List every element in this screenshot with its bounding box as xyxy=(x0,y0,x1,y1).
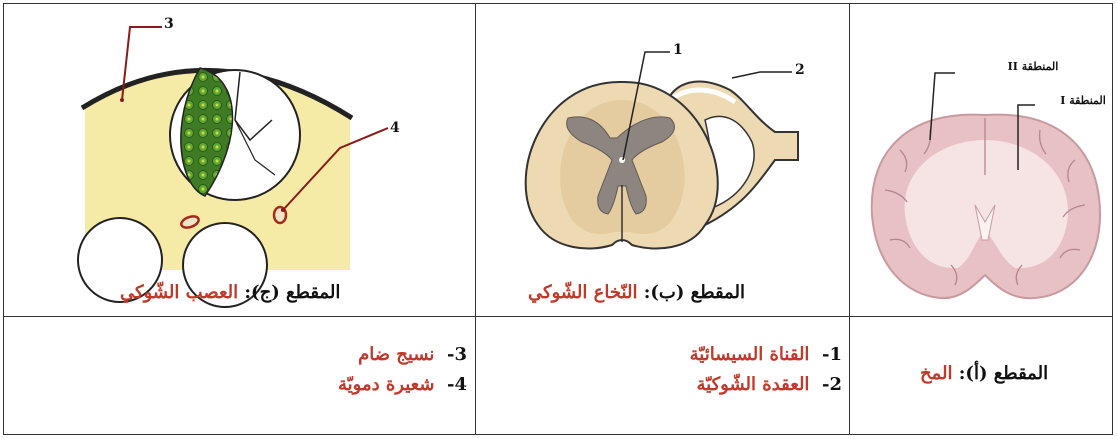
caption-b-title: النّخاع الشّوكي xyxy=(528,282,637,303)
label-2: 2 xyxy=(795,62,805,78)
caption-c-title: العصب الشّوكي xyxy=(120,282,238,303)
legend-item: 1- القناة السيسائيّة xyxy=(690,340,842,370)
legend-item: 3- نسيج ضام xyxy=(338,340,467,370)
leader-dot-3 xyxy=(120,98,124,102)
caption-b-prefix: المقطع (ب): xyxy=(637,282,745,303)
legend-item: 2- العقدة الشّوكيّة xyxy=(690,370,842,400)
caption-a-title: المخ xyxy=(920,363,953,384)
label-4: 4 xyxy=(390,120,400,136)
label-region-1: المنطقة I xyxy=(1060,94,1106,107)
leader-line-2 xyxy=(732,72,792,78)
label-region-2: المنطقة II xyxy=(1008,60,1059,73)
legend-text: العقدة الشّوكيّة xyxy=(697,374,810,395)
legend-num: 1- xyxy=(822,344,842,365)
caption-panel-b: المقطع (ب): النّخاع الشّوكي xyxy=(528,282,745,303)
legend-panel-c: 3- نسيج ضام 4- شعيرة دمويّة xyxy=(338,340,467,400)
legend-text: شعيرة دمويّة xyxy=(338,374,434,395)
legend-text: القناة السيسائيّة xyxy=(690,344,810,365)
legend-num: 3- xyxy=(447,344,467,365)
nerve-diagram xyxy=(78,27,388,307)
legend-panel-b: 1- القناة السيسائيّة 2- العقدة الشّوكيّة xyxy=(690,340,842,400)
label-1: 1 xyxy=(673,42,683,58)
leader-dot-4 xyxy=(281,208,285,212)
legend-num: 4- xyxy=(447,374,467,395)
caption-a-prefix: المقطع (أ): xyxy=(953,363,1049,384)
legend-item: 4- شعيرة دمويّة xyxy=(338,370,467,400)
spinal-cord-diagram xyxy=(526,52,798,248)
legend-num: 2- xyxy=(822,374,842,395)
label-3: 3 xyxy=(164,16,174,32)
legend-text: نسيج ضام xyxy=(358,344,434,365)
caption-panel-c: المقطع (ج): العصب الشّوكي xyxy=(120,282,340,303)
caption-c-prefix: المقطع (ج): xyxy=(238,282,340,303)
caption-panel-a: المقطع (أ): المخ xyxy=(920,363,1048,384)
